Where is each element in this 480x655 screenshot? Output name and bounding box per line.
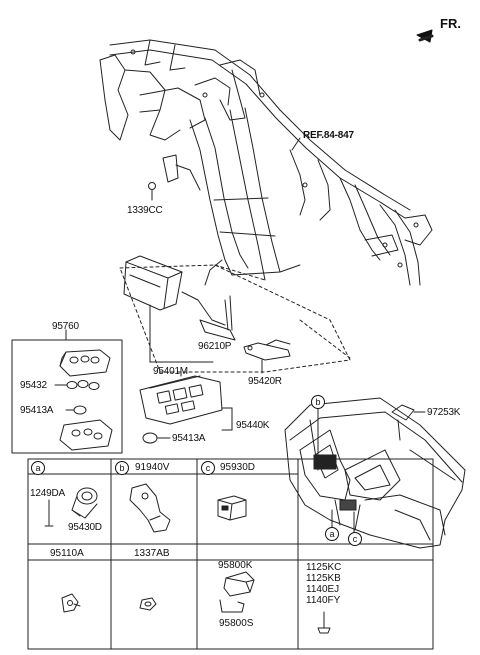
fob-battery-part — [73, 405, 87, 415]
grid-95110a-label: 95110A — [50, 548, 84, 559]
parts-grid — [27, 458, 434, 650]
callout-96210p: 96210P — [198, 341, 232, 352]
grid-95800k-label: 95800K — [218, 560, 253, 571]
direction-arrow-icon — [416, 29, 434, 43]
smart-key-fob-part — [139, 375, 223, 425]
grid-c-label: 95930D — [220, 462, 256, 473]
remote-fob-lower — [59, 419, 113, 451]
grid-a-part-2: 95430D — [68, 522, 102, 533]
callout-95760: 95760 — [52, 321, 79, 332]
dash-marker-c: c — [348, 532, 362, 546]
key-cylinder-part — [71, 487, 98, 519]
grid-a-part-1: 1249DA — [30, 488, 65, 499]
callout-97253k: 97253K — [427, 407, 461, 418]
grid-b-label: 91940V — [135, 462, 170, 473]
module-dashed-outline — [119, 264, 351, 373]
callout-95413a-top: 95413A — [20, 405, 54, 416]
grid-marker-a: a — [31, 461, 45, 475]
callout-95413a-bottom: 95413A — [172, 433, 206, 444]
crossmember-frame — [99, 39, 433, 286]
grid-bolt-label-3: 1140EJ — [306, 584, 340, 595]
sensor-97253k-part — [391, 404, 415, 421]
grid-bolt-labels: 1125KC 1125KB 1140EJ 1140FY — [306, 562, 341, 606]
callout-95432: 95432 — [20, 380, 47, 391]
dash-marker-a: a — [325, 527, 339, 541]
coin-battery-part — [142, 432, 158, 444]
grid-bolt-label-4: 1140FY — [306, 595, 341, 606]
dash-marker-b: b — [311, 395, 325, 409]
connector-95930d-part — [217, 495, 247, 521]
switch-91940v-part — [129, 483, 171, 533]
callout-1339cc: 1339CC — [127, 205, 163, 216]
remote-kit-box — [11, 339, 123, 454]
callout-95401m: 95401M — [153, 366, 188, 377]
grid-bolt-label-1: 1125KC — [306, 562, 342, 573]
dashboard-part — [284, 397, 466, 549]
direction-label: FR. — [440, 16, 461, 31]
callout-95440k: 95440K — [236, 420, 270, 431]
grid-bolt-label-2: 1125KB — [306, 573, 341, 584]
fob-buttons-part — [66, 380, 100, 390]
antenna-96210p-part — [181, 291, 236, 341]
grid-marker-c: c — [201, 461, 215, 475]
ref-label: REF.84-847 — [303, 130, 354, 141]
nut-1337ab-part — [139, 597, 157, 611]
grid-95800s-label: 95800S — [219, 618, 254, 629]
callout-95420r: 95420R — [248, 376, 282, 387]
bolt-1339cc-part — [148, 182, 156, 201]
bolt-part — [317, 611, 331, 634]
ecu-module-part — [123, 255, 183, 311]
ref-leader-line — [291, 137, 301, 151]
bracket-95800-part — [219, 571, 255, 613]
remote-fob-upper — [59, 349, 111, 377]
antenna-95420r-part — [243, 339, 291, 361]
grid-marker-b: b — [115, 461, 129, 475]
screw-part — [44, 499, 54, 527]
plug-95110a-part — [61, 593, 81, 613]
grid-1337ab-label: 1337AB — [134, 548, 170, 559]
